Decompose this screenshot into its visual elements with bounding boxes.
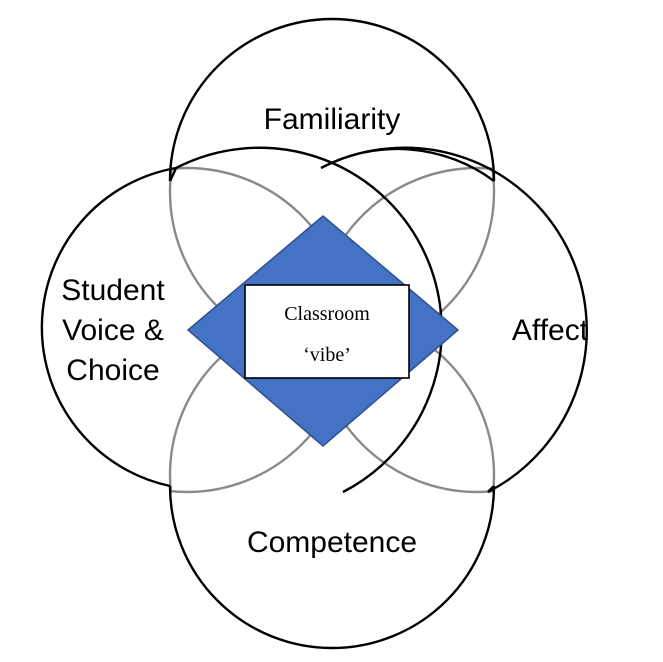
student-voice-label-line-1: Student	[61, 274, 165, 307]
center-label-line-2: ‘vibe’	[303, 344, 351, 366]
student-voice-label-line-2: Voice &	[62, 314, 164, 347]
affect-label: Affect	[512, 314, 589, 347]
center-label-line-1: Classroom	[284, 303, 370, 325]
competence-label: Competence	[247, 526, 417, 559]
top-circle-outline	[168, 17, 496, 182]
student-voice-label-line-3: Choice	[66, 354, 159, 387]
left-circle-outline	[40, 146, 443, 494]
bottom-circle-outline	[168, 485, 496, 650]
center-label-box	[244, 284, 410, 379]
outer-outline	[40, 17, 588, 650]
familiarity-label: Familiarity	[264, 103, 401, 136]
